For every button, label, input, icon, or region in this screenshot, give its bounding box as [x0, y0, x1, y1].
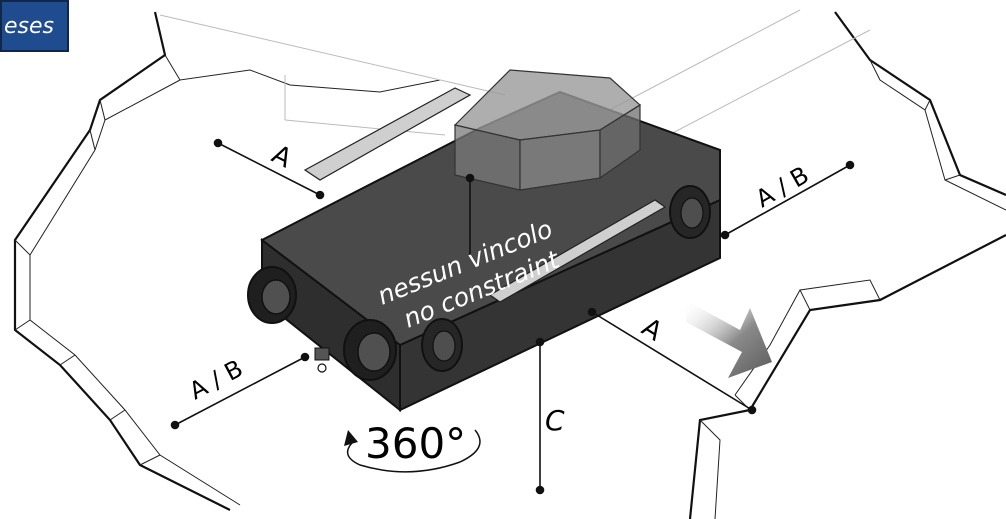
ceiling-right-edge: [834, 11, 1006, 197]
leader-no-constraint: [465, 173, 475, 255]
duct-box-right: [599, 103, 641, 180]
dimension-ab-right: [720, 160, 855, 240]
duct-connection-left-1: [247, 266, 297, 324]
ceiling-left-edge: [13, 11, 231, 511]
duct-connection-left-2: [343, 319, 397, 381]
label-ab-right: A / B: [751, 161, 814, 213]
duct-connection-front-1: [421, 318, 463, 372]
duct-connection-front-2: [669, 185, 711, 239]
language-tab-label: eses: [4, 13, 54, 39]
ceiling-lower-right-edge: [688, 234, 1006, 519]
label-rotation: 360°: [365, 419, 466, 468]
mounting-bracket-right: [488, 199, 667, 303]
airflow-direction-arrow: [685, 300, 772, 378]
label-c: C: [545, 404, 565, 437]
label-a-left: A: [267, 140, 297, 175]
rotation-symbol: [344, 429, 481, 473]
dimension-lines: [170, 138, 855, 495]
label-ab-left: A / B: [185, 354, 248, 405]
drain-fitting: [314, 347, 330, 373]
dimension-a-left: [213, 138, 325, 200]
dimension-a-right: [587, 307, 757, 415]
ventilation-unit: [247, 69, 721, 413]
background-duct-lines: [159, 9, 871, 151]
dimension-ab-left: [170, 352, 310, 430]
language-tab[interactable]: eses: [0, 0, 69, 52]
dimension-c: [535, 337, 545, 495]
mounting-bracket-left: [303, 87, 472, 181]
